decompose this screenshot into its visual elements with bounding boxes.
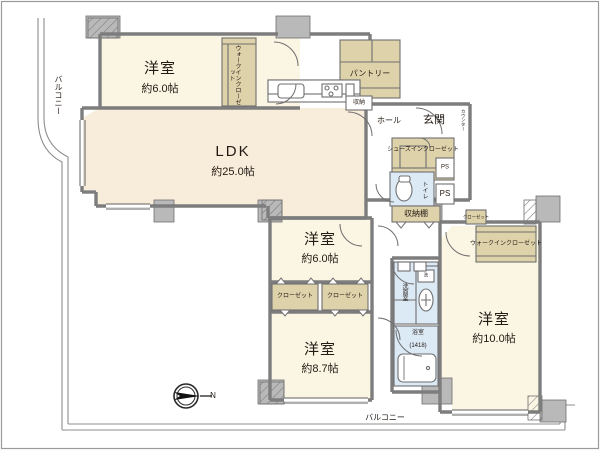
room-name-ldk: LDK — [215, 143, 251, 161]
counter-label: カウンター — [461, 109, 467, 131]
ps-upper-label: PS — [440, 164, 450, 171]
balcony-left-label: バルコニー — [54, 75, 63, 115]
room-area-washitsu-87: 約8.7帖 — [301, 363, 339, 376]
ps-lower-label: PS — [439, 188, 451, 198]
room-name-washitsu-87: 洋室 — [303, 341, 337, 359]
balcony-bottom-label: バルコニー — [365, 412, 405, 422]
room-area-washitsu-6: 約6.0帖 — [141, 83, 179, 96]
room-name-washitsu-6b: 洋室 — [303, 231, 337, 249]
room-name-washitsu-6: 洋室 — [143, 60, 177, 78]
walkin-closet-right-label: ウォークインクローゼット — [469, 240, 543, 247]
closet-tiny-label: クローゼット — [462, 214, 490, 220]
toilet-label: トイレ — [421, 181, 427, 199]
room-name-washitsu-10: 洋室 — [477, 311, 511, 329]
genkan-label: 玄関 — [423, 114, 445, 127]
washer-label: 洗 — [423, 272, 429, 278]
bath-label: 浴室 — [411, 329, 425, 336]
bath-size-label: (1418) — [409, 342, 427, 349]
shoes-in-closet-label: シューズインクローゼット — [387, 146, 459, 153]
closet-right-label: クローゼット — [326, 293, 364, 300]
windows — [79, 120, 528, 416]
storage-shelf-label: 収納棚 — [404, 208, 428, 218]
closet-left-label: クローゼット — [276, 293, 314, 300]
room-area-washitsu-6b: 約6.0帖 — [301, 253, 339, 266]
room-area-ldk: 約25.0帖 — [211, 166, 255, 179]
interior-partitions — [221, 37, 537, 387]
pantry-label: パントリー — [349, 68, 391, 78]
compass-icon — [173, 383, 212, 409]
washroom-label: 洗面室 — [401, 283, 407, 301]
walkin-closet-top-label: ウォークインクローゼット — [228, 45, 240, 105]
storage-small-label: 収納 — [352, 99, 366, 106]
door-swings — [273, 41, 471, 357]
hall-label: ホール — [377, 115, 401, 125]
compass-north-label: N — [210, 390, 216, 400]
room-area-washitsu-10: 約10.0帖 — [472, 333, 516, 346]
